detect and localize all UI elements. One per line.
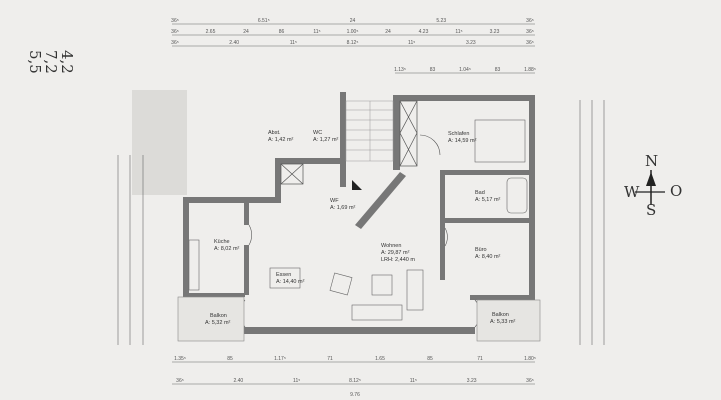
dimension-label: 2.40 xyxy=(229,40,239,46)
dimension-label: 1.80⁵ xyxy=(524,356,536,362)
compass-s: S xyxy=(646,201,656,219)
dimension-label: 3.23 xyxy=(490,29,500,35)
dimension-label: 36⁵ xyxy=(526,18,534,24)
dimension-label: 11⁵ xyxy=(408,40,415,46)
compass-o: O xyxy=(670,182,682,200)
dimension-label: 36⁵ xyxy=(176,378,184,384)
dimension-label: 11⁵ xyxy=(455,29,462,35)
dimension-label: 2.40 xyxy=(233,378,243,384)
bed xyxy=(474,119,526,163)
dimension-label: 24 xyxy=(350,18,356,24)
dimension-label: 36⁵ xyxy=(171,40,179,46)
dimension-label: 3.23 xyxy=(467,378,477,384)
dimension-label: 36⁵ xyxy=(171,18,179,24)
room-abst: Abst.A: 1,42 m² xyxy=(268,130,294,143)
dimension-label: 4.23 xyxy=(419,29,429,35)
dimension-label: 86 xyxy=(279,29,285,35)
dimension-label: 1.00⁵ xyxy=(347,29,359,35)
dimension-label: 1.04⁵ xyxy=(459,67,471,73)
dimension-label: 36⁵ xyxy=(526,29,534,35)
balkon-left xyxy=(177,296,245,342)
dimension-label: 11⁵ xyxy=(290,40,297,46)
dimension-label: 6.51⁵ xyxy=(258,18,270,24)
dimension-label: 24 xyxy=(385,29,391,35)
svg-text:4,2: 4,2 xyxy=(58,50,76,74)
dimension-label: 9.76 xyxy=(350,392,360,398)
dimension-label: 11⁵ xyxy=(410,378,417,384)
dimension-label: 24 xyxy=(243,29,249,35)
dimension-label: 1.17⁵ xyxy=(274,356,286,362)
dimension-label: 1.13⁵ xyxy=(394,67,406,73)
stair-arrow-icon xyxy=(352,180,362,190)
dimension-label: 8.12⁵ xyxy=(347,40,359,46)
compass-icon: N W S O xyxy=(624,152,682,219)
handwritten-notes: 5,5 7,2 4,2 xyxy=(26,50,76,74)
dimension-labels: 36⁵ 6.51⁵ 24 5.23 36⁵ 36⁵ 2.65 24 86 11⁵ 1.00⁵ 24 4.… xyxy=(171,18,536,398)
dimension-lines-top xyxy=(117,23,605,385)
terrace-area xyxy=(132,90,187,195)
dimension-label: 5.23 xyxy=(436,18,446,24)
svg-text:5,5: 5,5 xyxy=(26,50,44,74)
kitchen-counter xyxy=(188,239,200,291)
dimension-label: 2.65 xyxy=(206,29,216,35)
compass-w: W xyxy=(624,183,640,201)
sofa xyxy=(406,269,424,311)
dining-table xyxy=(269,267,301,289)
dimension-label: 11⁵ xyxy=(313,29,320,35)
sofa-bottom xyxy=(351,304,403,321)
armchair xyxy=(329,272,353,296)
dimension-label: 8.12⁵ xyxy=(349,378,361,384)
bathtub xyxy=(506,177,528,214)
dimension-label: 1.88⁵ xyxy=(524,67,536,73)
compass-n: N xyxy=(645,152,658,170)
dimension-label: 11⁵ xyxy=(293,378,300,384)
furniture xyxy=(188,119,528,321)
dimension-label: 85 xyxy=(227,356,233,362)
dimension-label: 71 xyxy=(477,356,483,362)
dimension-label: 85 xyxy=(427,356,433,362)
dimension-label: 36⁵ xyxy=(526,378,534,384)
wardrobes xyxy=(280,100,418,185)
svg-text:7,2: 7,2 xyxy=(42,50,60,74)
dimension-label: 36⁵ xyxy=(171,29,179,35)
dimension-label: 1.35⁵ xyxy=(174,356,186,362)
staircase xyxy=(345,100,394,162)
dimension-label: 83 xyxy=(430,67,436,73)
dimension-label: 36⁵ xyxy=(526,40,534,46)
dimension-label: 71 xyxy=(327,356,333,362)
coffee-table xyxy=(371,274,393,296)
dimension-label: 83 xyxy=(495,67,501,73)
walls xyxy=(183,92,535,334)
dimension-label: 1.65 xyxy=(375,356,385,362)
balkon-right xyxy=(476,299,541,342)
dimension-label: 3.23 xyxy=(466,40,476,46)
